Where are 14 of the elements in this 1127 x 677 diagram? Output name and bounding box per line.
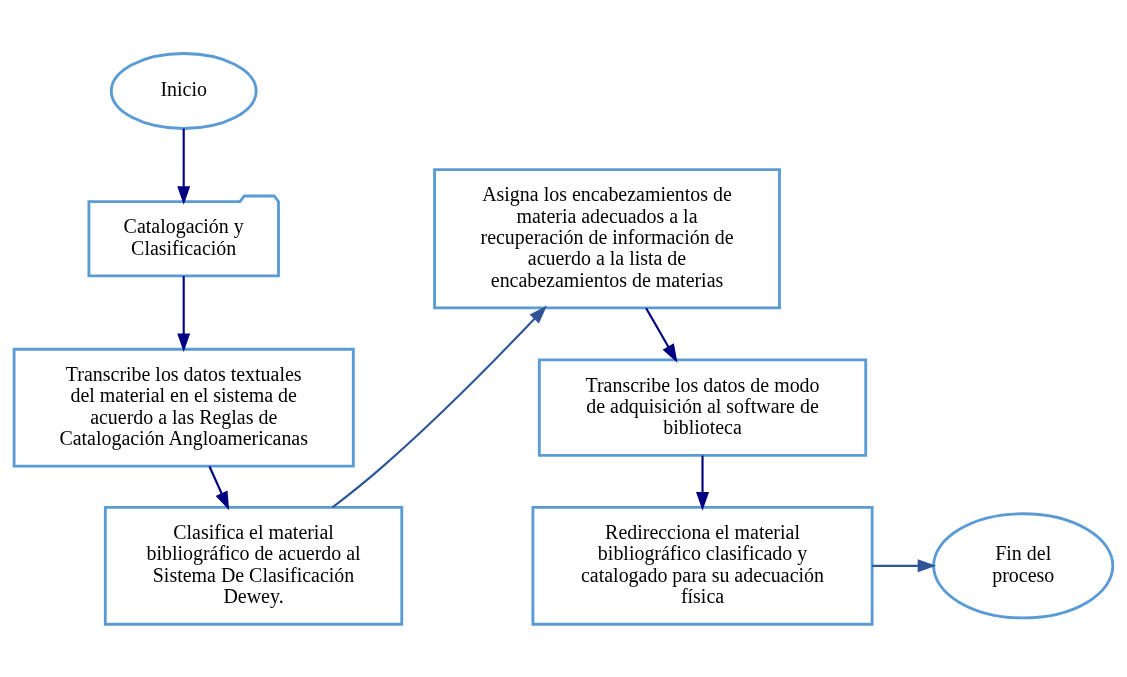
arrow	[177, 128, 191, 205]
arrow	[872, 558, 937, 572]
node-ellipse: Inicio	[109, 51, 258, 130]
arrow	[331, 305, 547, 508]
node-box: Clasifica el material bibliográfico de acuerdo al Sistema De Clasificación Dewey.	[103, 505, 404, 626]
arrow	[177, 275, 191, 352]
arrow	[645, 307, 678, 363]
node-box: Transcribe los datos textuales del material en el sistema de acuerdo a las Reglas de Catalogación Angloamericanas	[12, 347, 355, 467]
node-box: Asigna los encabezamientos de materia adecuados a la recuperación de información de acuerdo a la lista de encabezamientos de materias	[433, 167, 781, 309]
node-box: Transcribe los datos de modo de adquisición al software de biblioteca	[537, 357, 868, 457]
arrow	[208, 465, 230, 510]
arrow	[696, 455, 709, 511]
node-ellipse: Fin del proceso	[932, 511, 1115, 619]
node-box: Redirecciona el material bibliográfico clasificado y catalogado para su adecuación física	[531, 505, 874, 626]
